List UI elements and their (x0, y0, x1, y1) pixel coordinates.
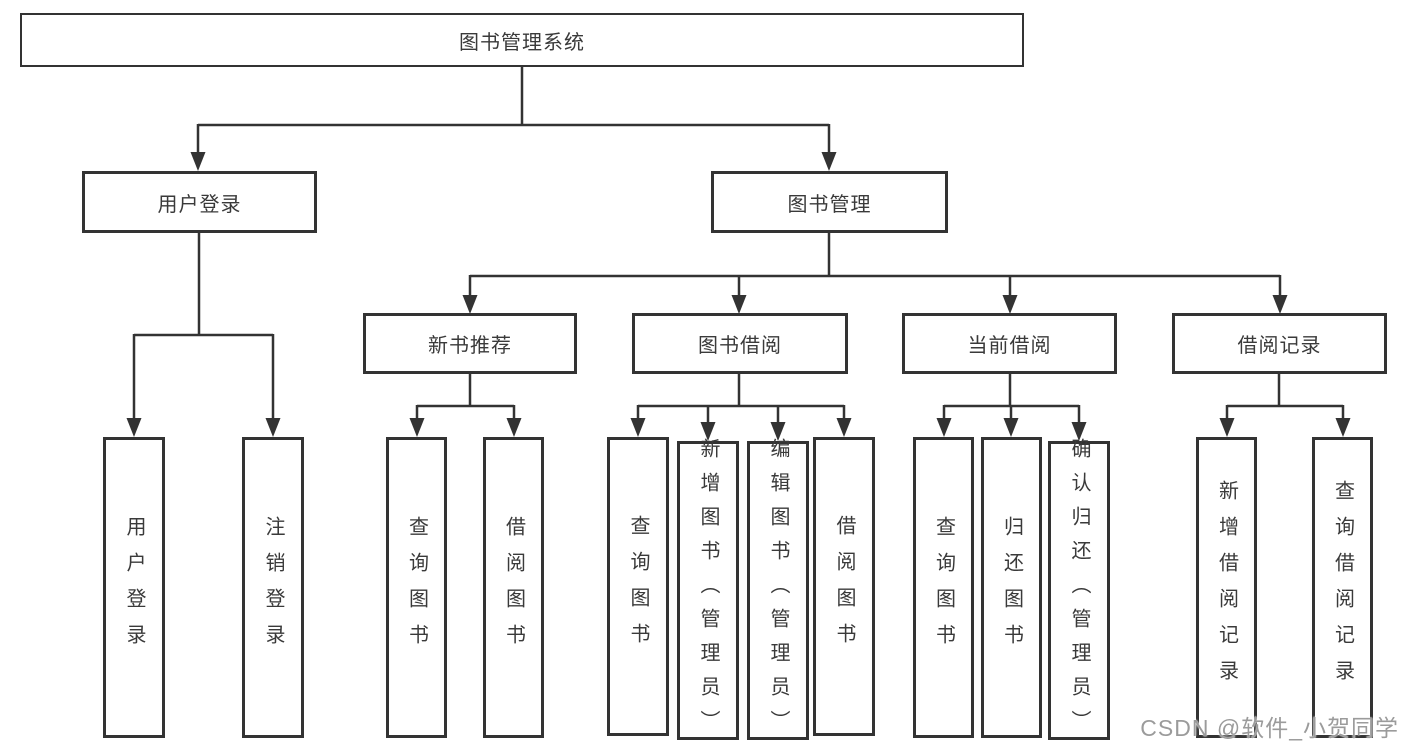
leaf-query-books: 查询图书 (386, 437, 447, 738)
node-book-borrowing: 图书借阅 (632, 313, 848, 374)
leaf-label: 注销登录 (262, 515, 284, 660)
leaf-label: 用户登录 (123, 515, 145, 660)
leaf-label: 查询图书 (932, 515, 955, 660)
node-label: 新书推荐 (428, 335, 512, 357)
leaf-user-login: 用户登录 (103, 437, 165, 738)
leaf-query-books: 查询图书 (607, 437, 669, 736)
leaf-borrow-books: 借阅图书 (483, 437, 544, 738)
leaf-return-books: 归还图书 (981, 437, 1042, 738)
leaf-query-books: 查询图书 (913, 437, 974, 738)
node-current-borrowing: 当前借阅 (902, 313, 1117, 374)
leaf-label: 确认归还（管理员） (1068, 437, 1090, 744)
node-label: 借阅记录 (1237, 335, 1322, 357)
leaf-add-borrow-record: 新增借阅记录 (1196, 437, 1257, 738)
node-label: 图书管理 (787, 193, 872, 216)
leaf-label: 借阅图书 (502, 515, 525, 660)
leaf-label: 借阅图书 (833, 514, 855, 659)
leaf-label: 归还图书 (1000, 515, 1023, 660)
node-label: 图书借阅 (698, 335, 782, 357)
leaf-borrow-books: 借阅图书 (813, 437, 875, 736)
leaf-label: 查询借阅记录 (1331, 479, 1354, 696)
leaf-label: 新增图书（管理员） (697, 437, 719, 744)
leaf-label: 编辑图书（管理员） (767, 437, 789, 744)
leaf-confirm-return-admin: 确认归还（管理员） (1048, 438, 1110, 744)
node-label: 用户登录 (157, 193, 242, 216)
node-user-login: 用户登录 (82, 171, 317, 233)
leaf-logout: 注销登录 (242, 437, 304, 738)
node-label: 当前借阅 (967, 335, 1052, 357)
node-borrowing-records: 借阅记录 (1172, 313, 1387, 374)
node-library-management-system: 图书管理系统 (20, 13, 1024, 67)
leaf-add-books-admin: 新增图书（管理员） (677, 438, 739, 744)
node-label: 图书管理系统 (459, 31, 585, 54)
node-book-management: 图书管理 (711, 171, 948, 233)
leaf-label: 查询图书 (405, 515, 428, 660)
leaf-label: 新增借阅记录 (1215, 479, 1238, 696)
leaf-edit-books-admin: 编辑图书（管理员） (747, 438, 809, 744)
leaf-label: 查询图书 (627, 514, 649, 659)
node-new-book-recommendation: 新书推荐 (363, 313, 577, 374)
leaf-query-borrow-record: 查询借阅记录 (1312, 437, 1373, 738)
